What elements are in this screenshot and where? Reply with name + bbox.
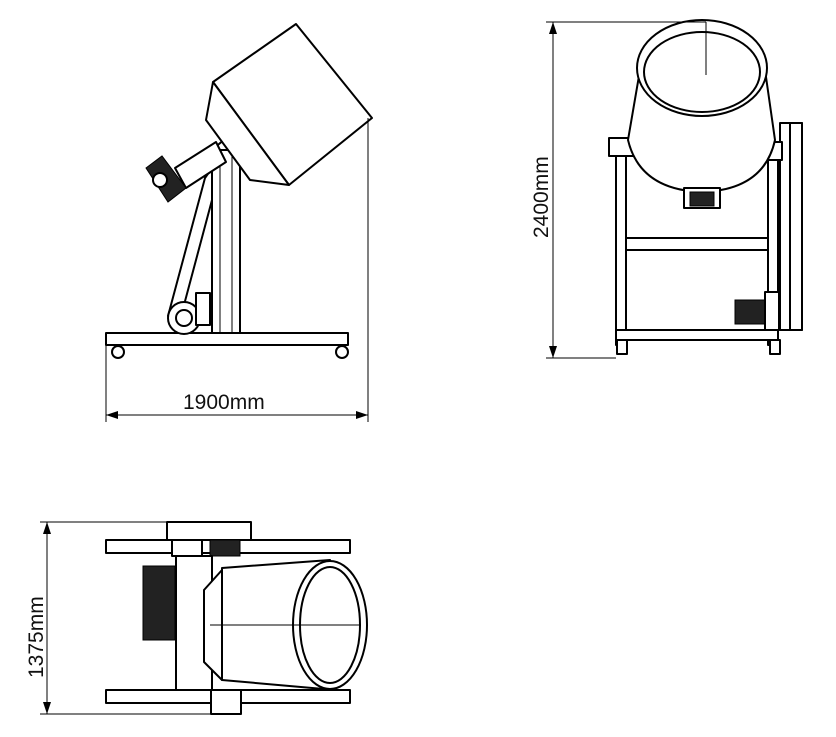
- top-view: 1375mm: [25, 521, 368, 715]
- side-view: 1900mm: [105, 23, 373, 422]
- side-dimension-label: 1900mm: [183, 391, 265, 414]
- front-dimension-label: 2400mm: [530, 156, 553, 238]
- front-view: 2400mm: [530, 19, 803, 359]
- top-dimension-label: 1375mm: [25, 596, 48, 678]
